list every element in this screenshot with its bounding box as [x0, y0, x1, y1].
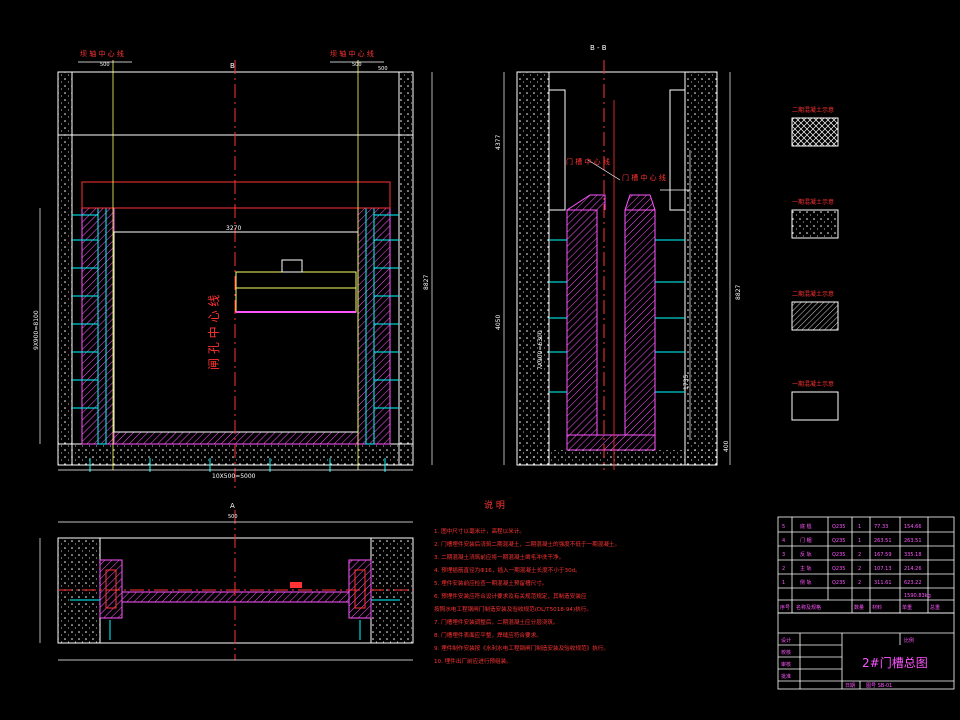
- bom-cell: 311.61: [874, 580, 892, 586]
- section-dim-upper: 4377: [495, 135, 502, 150]
- note-item: 1. 图中尺寸以毫米计，高程以米计。: [434, 527, 525, 535]
- note-item: 5. 埋件安装前应检查一期混凝土预留槽尺寸。: [434, 579, 547, 587]
- section-dim-mid: 1735: [683, 375, 690, 390]
- drawing-title: 2#门槽总图: [862, 655, 928, 670]
- note-item: 6. 预埋件安装应符合设计要求及有关规范规定，其制造安装应: [434, 592, 587, 600]
- section-dim-lower: 4050: [495, 315, 502, 330]
- elevation-dim-left: 9X900=8100: [33, 310, 40, 350]
- bom-cell: 214.26: [904, 566, 922, 572]
- bom-header: 材料: [872, 604, 882, 611]
- bom-cell: Q235: [832, 566, 845, 572]
- section-dim-inner: 7X900=6300: [537, 330, 544, 370]
- note-item: 3. 二期混凝土浇筑前应将一期混凝土凿毛冲洗干净。: [434, 553, 564, 561]
- elevation-dim-small: 500: [378, 66, 388, 72]
- bom-cell: Q235: [832, 538, 845, 544]
- section-mark: B - B: [590, 44, 607, 52]
- notes-list: 1. 图中尺寸以毫米计，高程以米计。 2. 门槽埋件安装后浇筑二期混凝土，二期混…: [434, 527, 620, 665]
- legend-panel: [791, 117, 839, 421]
- title-field: 批准: [781, 673, 791, 680]
- elevation-dim-top-right: 500: [352, 62, 362, 68]
- bom-cell: 335.18: [904, 552, 922, 558]
- bom-header: 单重: [902, 604, 912, 611]
- title-field: 日期: [845, 683, 855, 689]
- dam-axis-label-right: 坝 轴 中 心 线: [330, 49, 374, 58]
- note-item: 4. 预埋插筋直径为Φ16，插入一期混凝土长度不小于30d。: [434, 566, 581, 574]
- bom-cell: 2: [858, 566, 861, 572]
- legend-label: 一期混凝土示意: [792, 198, 834, 206]
- section-dim-bottom: 400: [723, 440, 730, 452]
- note-item: 9. 埋件制作安装按《水利水电工程钢闸门制造安装及验收规范》执行。: [434, 644, 609, 652]
- bom-header: 总重: [930, 604, 940, 611]
- bom-cell: 2: [782, 566, 785, 572]
- note-item: 7. 门槽埋件安装调整后，二期混凝土应分层浇筑。: [434, 618, 559, 626]
- bom-cell: 3: [782, 552, 785, 558]
- bom-cell: 侧 轨: [800, 579, 812, 586]
- bom-cell: 77.33: [874, 524, 888, 530]
- bom-cell: 2: [858, 552, 861, 558]
- bom-cell: Q235: [832, 524, 845, 530]
- title-block-frame: [777, 516, 955, 690]
- bom-cell: 5: [782, 524, 785, 530]
- note-item: 按照水电工程钢闸门制造安装及验收规范(DL/T5018-94)执行。: [434, 605, 592, 613]
- dam-axis-label-left: 坝 轴 中 心 线: [80, 49, 124, 58]
- title-field: 校核: [781, 649, 791, 656]
- bom-table: 5 底 槛 Q235 1 77.33 154.66 4 门 楣 Q235 1 2…: [780, 523, 940, 611]
- section-label-a: 门 槽 中 心 线: [566, 157, 610, 166]
- title-field: 设计: [781, 637, 791, 644]
- bom-cell: 底 槛: [800, 523, 812, 530]
- plan-section-mark: A: [230, 502, 235, 510]
- section-dim-total: 8827: [735, 285, 742, 300]
- title-block-fields: 设计 校核 审核 批准 比例 日期: [781, 637, 914, 689]
- bom-cell: Q235: [832, 552, 845, 558]
- bom-cell: 107.13: [874, 566, 892, 572]
- elevation-dim-height: 8827: [423, 275, 430, 290]
- bom-cell: 154.66: [904, 524, 922, 530]
- section-view: [503, 60, 731, 470]
- bom-cell: 门 楣: [800, 537, 812, 544]
- bom-cell: 1: [782, 580, 785, 586]
- plan-dim-top: 500: [228, 514, 238, 520]
- bom-cell: 反 轨: [800, 551, 812, 558]
- elevation-dim-bottom: 10X500=5000: [212, 473, 256, 480]
- elevation-dim-top-left: 500: [100, 62, 110, 68]
- plan-view: [39, 510, 414, 661]
- drawing-number: 图号 SB-01: [866, 683, 892, 689]
- elevation-dim-width: 3270: [226, 225, 241, 232]
- elevation-section-mark: B: [230, 62, 235, 70]
- bom-header: 名称及规格: [796, 604, 821, 611]
- bom-cell: 623.22: [904, 580, 922, 586]
- notes-heading: 说 明: [484, 499, 505, 511]
- legend-label: 二期混凝土示意: [792, 290, 834, 298]
- bom-cell: 263.51: [904, 538, 922, 544]
- note-item: 10. 埋件出厂前应进行预组装。: [434, 657, 512, 665]
- bom-header: 数量: [854, 604, 864, 611]
- bom-cell: 1: [858, 538, 861, 544]
- note-item: 8. 门槽埋件表面应平整，焊缝应符合要求。: [434, 631, 542, 639]
- gate-center-label: 闸 孔 中 心 线: [206, 295, 221, 370]
- bom-cell: 263.51: [874, 538, 892, 544]
- bom-cell: Q235: [832, 580, 845, 586]
- section-label-b: 门 槽 中 心 线: [622, 173, 666, 182]
- note-item: 2. 门槽埋件安装后浇筑二期混凝土，二期混凝土的强度不低于一期混凝土。: [434, 540, 620, 548]
- bom-cell: 1: [858, 524, 861, 530]
- bom-cell: 2: [858, 580, 861, 586]
- bom-header: 序号: [780, 604, 790, 611]
- legend-label: 一期混凝土示意: [792, 380, 834, 388]
- bom-cell: 主 轨: [800, 565, 812, 572]
- title-field: 比例: [904, 637, 914, 644]
- title-field: 审核: [781, 661, 791, 668]
- bom-cell: 4: [782, 538, 785, 544]
- bom-cell: 167.59: [874, 552, 892, 558]
- legend-label: 二期混凝土示意: [792, 106, 834, 114]
- bom-total: 1590.83kg: [904, 593, 931, 599]
- elevation-view: [39, 60, 433, 490]
